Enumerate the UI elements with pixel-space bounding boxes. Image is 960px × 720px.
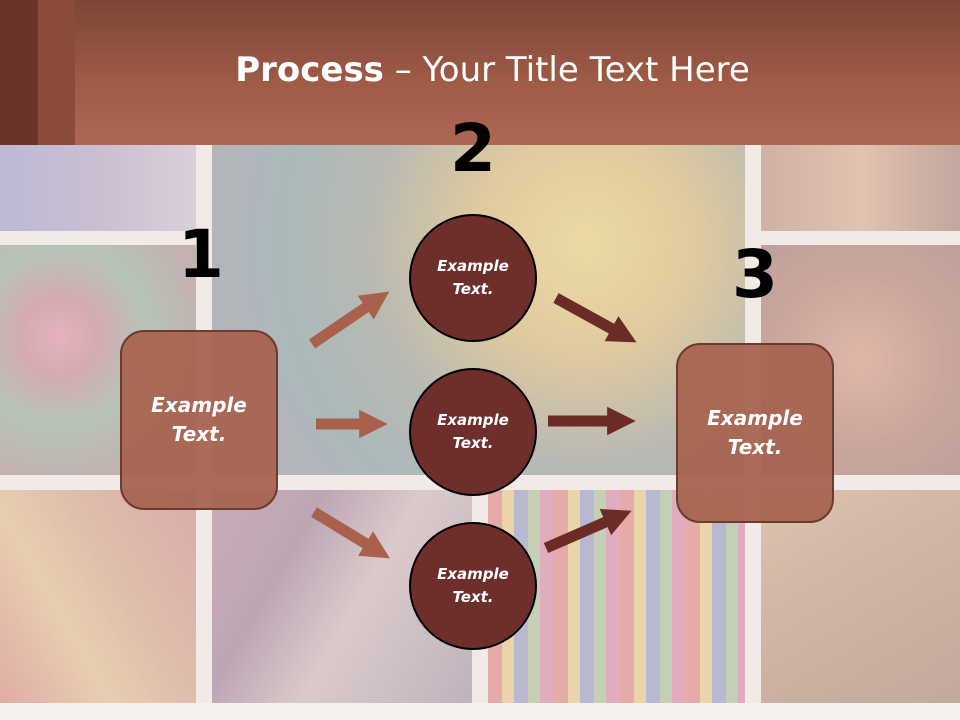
step-1-text: Example Text. [151, 393, 247, 446]
arrow-to-top [308, 291, 390, 349]
bottom-strip [0, 703, 960, 720]
step-3-box: Example Text. [676, 343, 834, 523]
step-2-circle-middle: Example Text. [409, 368, 537, 496]
step-2-circle-bottom: Example Text. [409, 522, 537, 650]
header-accent-band [38, 0, 75, 145]
step-number-2: 2 [450, 110, 496, 187]
step-2-circle-top: Example Text. [409, 214, 537, 342]
title-bar: Process – Your Title Text Here [0, 0, 960, 145]
step-number-1: 1 [178, 216, 224, 293]
arrow-from-bottom [543, 509, 632, 554]
arrow-to-bottom [311, 507, 390, 559]
photo-tile [761, 490, 960, 705]
circle-top-text: Example Text. [437, 257, 509, 298]
step-3-text: Example Text. [707, 406, 803, 459]
photo-tile [761, 145, 960, 231]
arrow-from-top [553, 293, 637, 343]
photo-tile [0, 145, 196, 231]
step-1-box: Example Text. [120, 330, 278, 510]
slide-title: Process – Your Title Text Here [235, 50, 750, 90]
photo-tile [0, 490, 196, 705]
circle-bottom-text: Example Text. [437, 565, 509, 606]
header-accent-band [0, 0, 38, 145]
step-number-3: 3 [732, 236, 778, 313]
circle-middle-text: Example Text. [437, 411, 509, 452]
